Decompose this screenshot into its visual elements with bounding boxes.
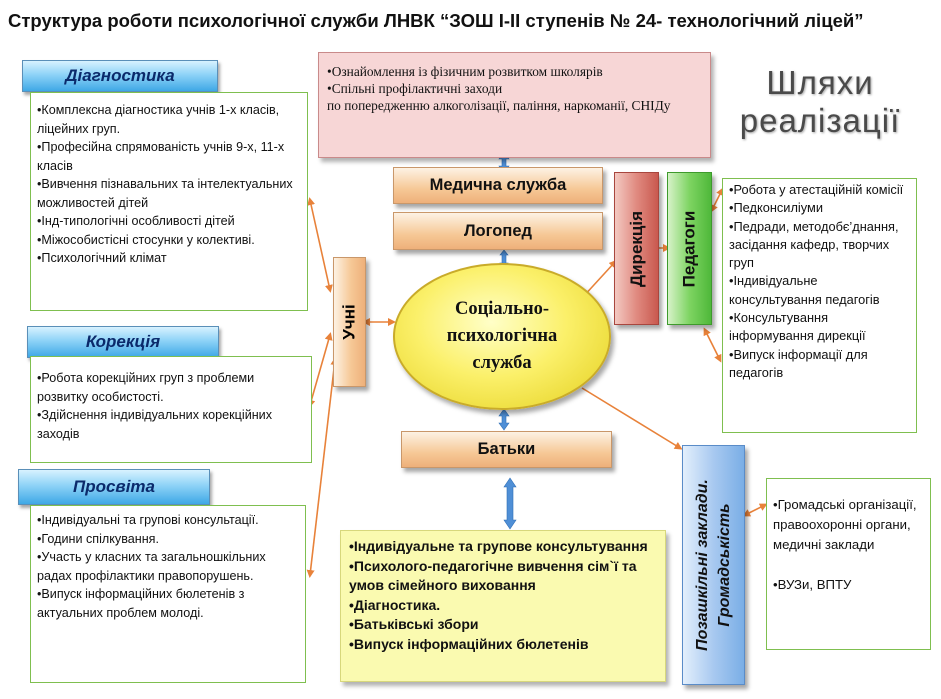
correction-item: •Здійснення індивідуальних корекційних з…	[37, 408, 273, 441]
education-item: •Участь у класних та загальношкільних ра…	[37, 550, 266, 583]
diagnostics-item: •Вивчення пізнавальних та інтелектуальни…	[37, 177, 293, 210]
parents-item: •Батьківські збори	[349, 616, 479, 632]
diagnostics-item: •Міжособистісні стосунки у колективі.	[37, 232, 255, 247]
medical-info-item: •Ознайомлення із фізичним розвитком школ…	[327, 64, 603, 79]
speech-therapist-node: Логопед	[393, 212, 603, 250]
students-label: Учні	[339, 304, 359, 340]
correction-box: •Робота корекційних груп з проблеми розв…	[30, 356, 312, 463]
teachers-item: •Робота у атестаційній комісії	[729, 182, 904, 197]
parents-item: •Індивідуальне та групове консультування	[349, 538, 648, 554]
diagnostics-item: •Психологічний клімат	[37, 251, 167, 265]
diagnostics-item: •Інд-типологічні особливості дітей	[37, 214, 235, 228]
external-item: •ВУЗи, ВПТУ	[773, 577, 852, 592]
arrow-students-education	[306, 357, 339, 578]
teachers-item: •Педконсиліуми	[729, 200, 823, 216]
parents-box: •Індивідуальне та групове консультування…	[340, 530, 666, 682]
diagnostics-item: •Комплексна діагностика учнів 1-х класів…	[37, 103, 280, 136]
medical-info-box: •Ознайомлення із фізичним розвитком школ…	[318, 52, 711, 158]
teachers-item: •Педради, методобє’днання, засідання каф…	[729, 218, 899, 271]
paths-heading-line: Шляхи	[766, 64, 874, 101]
diagnostics-header: Діагностика	[22, 60, 218, 92]
parents-node: Батьки	[401, 431, 612, 468]
administration-node: Дирекція	[614, 172, 659, 325]
teachers-box: •Робота у атестаційній комісії •Педконси…	[722, 178, 917, 433]
center-service-ellipse: Соціально- психологічна служба	[393, 263, 611, 410]
external-label-line: Позашкільні заклади.	[693, 479, 711, 651]
medical-info-item: по попередженню алкоголізації, паління, …	[327, 98, 671, 113]
paths-heading: Шляхи реалізації	[720, 64, 920, 140]
education-item: •Години спілкування.	[37, 531, 159, 546]
parents-item: •Діагностика.	[349, 596, 441, 613]
correction-item: •Робота корекційних груп з проблеми розв…	[37, 371, 255, 404]
teachers-node: Педагоги	[667, 172, 712, 325]
center-label-line: Соціально-	[454, 299, 550, 319]
parents-item: •Психолого-педагогічне вивчення сім`ї та…	[349, 557, 637, 594]
teachers-item: •Індивідуальне консультування педагогів	[729, 273, 880, 307]
diagnostics-box: •Комплексна діагностика учнів 1-х класів…	[30, 92, 308, 311]
teachers-item: •Консультування інформування дирекції	[729, 310, 866, 344]
arrow-teachers-box-bottom	[703, 327, 722, 363]
education-item: •Випуск інформаційних бюлетенів з актуал…	[37, 587, 245, 620]
education-header: Просвіта	[18, 469, 210, 505]
page-title: Структура роботи психологічної служби ЛН…	[8, 10, 864, 31]
administration-label: Дирекція	[626, 210, 646, 287]
center-label-line: психологічна	[446, 326, 558, 346]
students-node: Учні	[333, 257, 366, 387]
education-box: •Індивідуальні та групові консультації. …	[30, 505, 306, 683]
education-item: •Індивідуальні та групові консультації.	[37, 513, 259, 527]
arrow-external-box	[742, 503, 768, 517]
parents-item: •Випуск інформаційних бюлетенів	[349, 635, 589, 652]
center-label-line: служба	[472, 353, 532, 373]
arrow-students-diagnostics	[307, 197, 333, 293]
arrow-teachers-box-top	[710, 187, 724, 213]
teachers-item: •Випуск інформації для педагогів	[729, 346, 868, 380]
external-node: Позашкільні заклади. Громадськість	[682, 445, 745, 685]
arrow-students-correction	[307, 332, 333, 408]
correction-header: Корекція	[27, 326, 219, 358]
external-item: •Громадські організації, правоохоронні о…	[773, 497, 917, 552]
external-item	[773, 555, 924, 575]
diagnostics-item: •Професійна спрямованість учнів 9-х, 11-…	[37, 140, 285, 173]
medical-service-node: Медична служба	[393, 167, 603, 204]
teachers-label: Педагоги	[679, 210, 699, 287]
external-label-line: Громадськість	[715, 503, 733, 627]
external-box: •Громадські організації, правоохоронні о…	[766, 478, 931, 650]
external-label: Позашкільні заклади. Громадськість	[692, 479, 736, 651]
paths-heading-line: реалізації	[739, 102, 901, 139]
medical-info-item: •Спільні профілактичні заходи	[327, 81, 503, 96]
